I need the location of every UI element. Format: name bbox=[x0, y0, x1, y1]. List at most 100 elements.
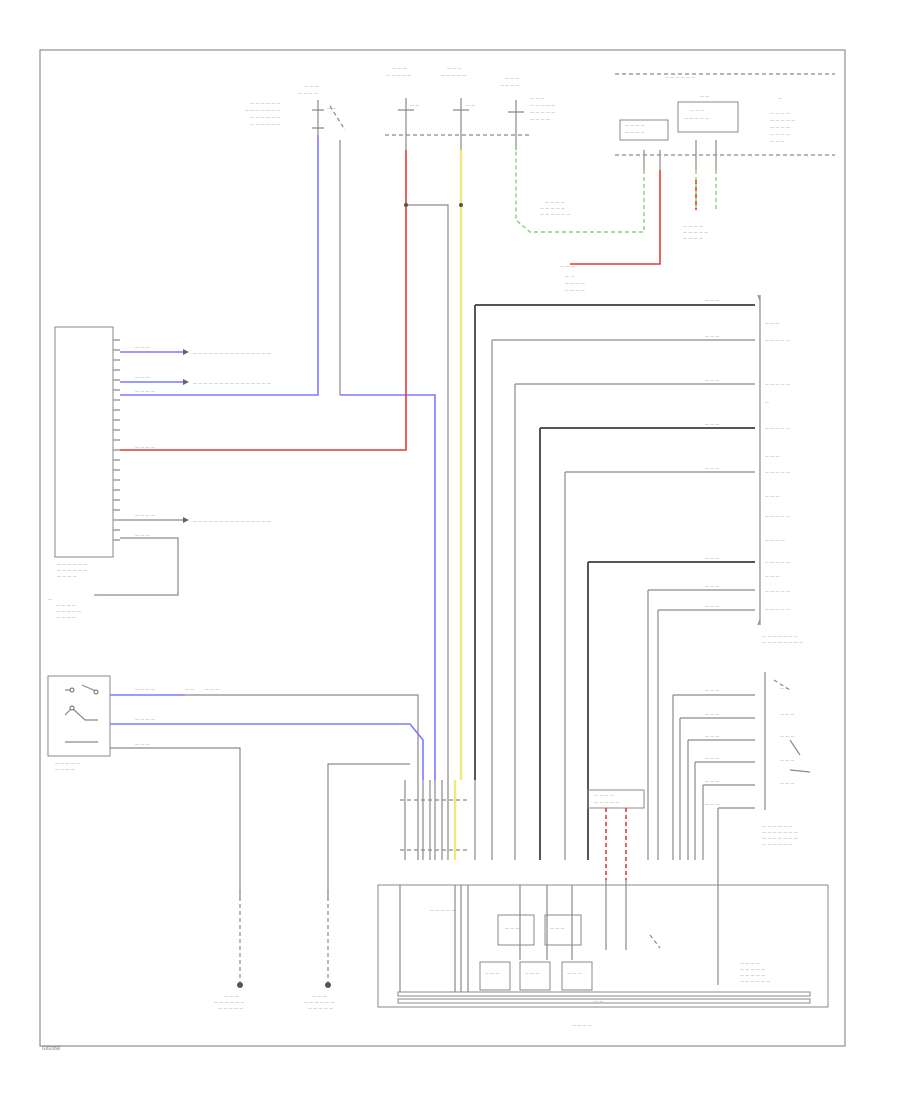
svg-text:— — — — — — — —: — — — — — — — — bbox=[762, 640, 803, 645]
svg-text:— — —: — — — bbox=[560, 264, 575, 269]
svg-text:— — — — — —: — — — — — — bbox=[57, 562, 87, 567]
svg-text:— —: — — bbox=[594, 999, 603, 1004]
svg-text:— — —: — — — bbox=[780, 734, 795, 739]
svg-text:— — — —: — — — — bbox=[135, 513, 155, 518]
svg-text:— — — — — — — — — — — — — — —: — — — — — — — — — — — — — — — bbox=[193, 381, 271, 386]
stoplight-switch: — — — — — — — — — bbox=[47, 675, 111, 772]
svg-text:— — — —: — — — — bbox=[55, 767, 75, 772]
svg-text:— — —: — — — bbox=[205, 687, 220, 692]
svg-text:— — —: — — — bbox=[392, 66, 407, 71]
svg-text:— — — —: — — — — bbox=[740, 961, 760, 966]
svg-text:— — — —: — — — — bbox=[770, 111, 790, 116]
svg-text:— — — — —: — — — — — bbox=[765, 607, 790, 612]
svg-text:— — —: — — — bbox=[780, 712, 795, 717]
svg-text:— — — —: — — — — bbox=[625, 123, 645, 128]
svg-text:— — — —: — — — — bbox=[765, 538, 785, 543]
ground-label-mid: — — — — — — — — — — — — — — — — — — — — … bbox=[540, 200, 585, 293]
svg-text:— — — —: — — — — bbox=[545, 200, 565, 205]
svg-text:— — —: — — — bbox=[705, 756, 720, 761]
svg-text:— —: — — bbox=[700, 94, 709, 99]
svg-text:— — —: — — — bbox=[780, 758, 795, 763]
svg-text:— — — — —: — — — — — bbox=[530, 103, 555, 108]
svg-text:— — —: — — — bbox=[705, 378, 720, 383]
svg-text:— — — — — — — — — — — — — — —: — — — — — — — — — — — — — — — bbox=[193, 519, 271, 524]
svg-text:— —: — — bbox=[410, 103, 419, 108]
svg-text:— — — —: — — — — bbox=[530, 117, 550, 122]
svg-text:— — — — — —: — — — — — — bbox=[250, 115, 280, 120]
svg-text:— — — —: — — — — bbox=[298, 91, 318, 96]
svg-text:— — — —: — — — — bbox=[135, 717, 155, 722]
svg-text:— — —: — — — bbox=[304, 84, 319, 89]
svg-text:— —: — — bbox=[780, 686, 789, 691]
svg-text:— — — — —: — — — — — bbox=[218, 1006, 243, 1011]
svg-text:— — —: — — — bbox=[705, 688, 720, 693]
svg-text:— — —: — — — bbox=[447, 66, 462, 71]
svg-text:— — —: — — — bbox=[505, 76, 520, 81]
tcm-connector: — — — — — — — — — — — — — — — — bbox=[54, 326, 120, 579]
svg-text:— — —: — — — bbox=[135, 742, 150, 747]
svg-text:— — — — —: — — — — — bbox=[765, 560, 790, 565]
svg-text:— — — — — —: — — — — — — bbox=[250, 122, 280, 127]
svg-text:— — — —: — — — — bbox=[683, 224, 703, 229]
svg-text:— — —: — — — bbox=[690, 108, 705, 113]
svg-text:— — — — —: — — — — — bbox=[684, 116, 709, 121]
svg-text:— — —: — — — bbox=[705, 422, 720, 427]
svg-text:— — —: — — — bbox=[765, 574, 780, 579]
svg-text:— — — —: — — — — bbox=[683, 236, 703, 241]
svg-text:— — — — — —: — — — — — — bbox=[762, 824, 792, 829]
shift-position-connector: — — — — — — — — — — — — — — — — — — — — … bbox=[474, 294, 803, 860]
svg-text:— — —: — — — bbox=[705, 334, 720, 339]
svg-text:— — — —: — — — — bbox=[500, 83, 520, 88]
svg-text:— — —: — — — bbox=[224, 994, 239, 999]
svg-text:— — —: — — — bbox=[705, 779, 720, 784]
svg-text:— — — — —: — — — — — bbox=[765, 470, 790, 475]
svg-text:— — — —: — — — — bbox=[57, 574, 77, 579]
svg-text:— — —: — — — bbox=[505, 926, 520, 931]
svg-text:— — —: — — — bbox=[485, 971, 500, 976]
bus-stub: — — — — — — — — — bbox=[587, 789, 645, 950]
svg-text:— — — — —: — — — — — bbox=[430, 908, 455, 913]
svg-text:— — — — —: — — — — — bbox=[56, 609, 81, 614]
ground-center: — — — — — — — — — — — — — — bbox=[304, 763, 410, 1011]
svg-text:— — —: — — — bbox=[705, 802, 720, 807]
svg-text:— — — — —: — — — — — bbox=[740, 967, 765, 972]
svg-text:— —: — — bbox=[327, 106, 336, 111]
svg-text:— — — — — — —: — — — — — — — bbox=[245, 108, 281, 113]
svg-text:— — —: — — — bbox=[135, 375, 150, 380]
svg-text:— — — — —: — — — — — bbox=[441, 73, 466, 78]
svg-text:— — — —: — — — — bbox=[565, 288, 585, 293]
svg-text:— —: — — bbox=[565, 274, 574, 279]
svg-text:— — — —: — — — — bbox=[594, 793, 614, 798]
svg-text:— — — —: — — — — bbox=[625, 130, 645, 135]
fuse-center-group: — — — — — — — — — — — — — — — — — — — — … bbox=[385, 66, 555, 150]
svg-text:— — — — — —: — — — — — — bbox=[214, 1000, 244, 1005]
svg-text:— — —: — — — bbox=[765, 321, 780, 326]
svg-text:— — — — —: — — — — — bbox=[386, 73, 411, 78]
svg-text:— — —: — — — bbox=[567, 971, 582, 976]
svg-text:—: — bbox=[778, 96, 782, 101]
svg-text:— — —: — — — bbox=[135, 345, 150, 350]
diagram-frame bbox=[39, 49, 846, 1047]
svg-text:— — — —: — — — — bbox=[56, 615, 76, 620]
svg-text:— — —: — — — bbox=[705, 712, 720, 717]
svg-text:— — — —: — — — — bbox=[56, 603, 76, 608]
svg-text:— — — — —: — — — — — bbox=[765, 589, 790, 594]
body-module-top-right: — — — — — — — — — — — — — — — — — — — — … bbox=[615, 73, 835, 241]
svg-text:— — — —: — — — — bbox=[770, 132, 790, 137]
svg-text:— — — — — —: — — — — — — bbox=[57, 568, 87, 573]
svg-text:— — —: — — — bbox=[530, 96, 545, 101]
svg-text:— — — — — — —: — — — — — — — bbox=[762, 634, 798, 639]
svg-text:— — — — —: — — — — — bbox=[765, 514, 790, 519]
svg-text:— — — — — —: — — — — — — bbox=[740, 979, 770, 984]
svg-text:— — — — —: — — — — — bbox=[55, 761, 80, 766]
svg-text:— — — — —: — — — — — bbox=[740, 973, 765, 978]
svg-text:—: — bbox=[765, 400, 769, 405]
svg-text:— — —: — — — bbox=[780, 781, 795, 786]
svg-text:— — —: — — — bbox=[705, 734, 720, 739]
svg-text:— — — —: — — — — bbox=[135, 687, 155, 692]
svg-text:— —: — — bbox=[466, 103, 475, 108]
transmission-range-switch: — — — — — — — — — — — — — — — — — — — — … bbox=[672, 672, 811, 985]
svg-text:— — —: — — — bbox=[705, 466, 720, 471]
svg-text:— — — — —: — — — — — bbox=[530, 110, 555, 115]
